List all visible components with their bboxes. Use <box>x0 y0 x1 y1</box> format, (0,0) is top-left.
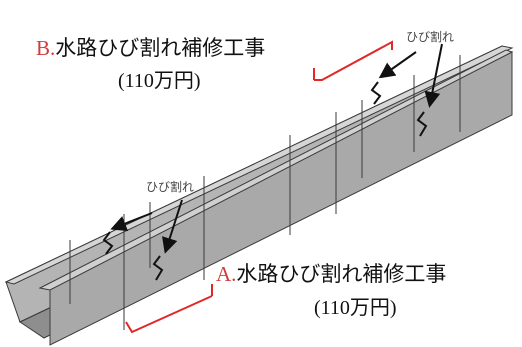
arrow-lower-2 <box>162 199 183 254</box>
channel-front-wall <box>49 51 513 346</box>
bracket-bottom <box>125 295 213 334</box>
label-a-title: A.水路ひび割れ補修工事 <box>216 258 446 288</box>
crack-lower-right <box>152 255 164 281</box>
channel-joints <box>69 55 461 330</box>
bracket-top <box>314 40 393 81</box>
label-a-text: 水路ひび割れ補修工事 <box>236 262 447 286</box>
label-a-cost: (110万円) <box>314 297 397 319</box>
pointer-arrows <box>110 43 443 254</box>
crack-label-lower: ひび割れ <box>146 180 195 194</box>
arrow-lower-1 <box>110 212 153 232</box>
channel-back-wall-top <box>4 45 514 285</box>
channel-front-wall-top <box>38 49 514 291</box>
crack-upper-right <box>416 111 428 137</box>
label-b-prefix: B. <box>36 36 56 60</box>
crack-lower-left <box>102 231 114 255</box>
label-b-text: 水路ひび割れ補修工事 <box>55 36 266 60</box>
label-b-title: B.水路ひび割れ補修工事 <box>36 32 265 62</box>
crack-label-upper: ひび割れ <box>406 30 455 44</box>
arrow-upper-2 <box>424 43 443 108</box>
arrow-upper-1 <box>378 51 417 79</box>
label-b-cost: (110万円) <box>118 70 201 92</box>
crack-marks <box>102 81 428 281</box>
label-a-prefix: A. <box>216 262 237 286</box>
crack-upper-left <box>370 81 382 105</box>
